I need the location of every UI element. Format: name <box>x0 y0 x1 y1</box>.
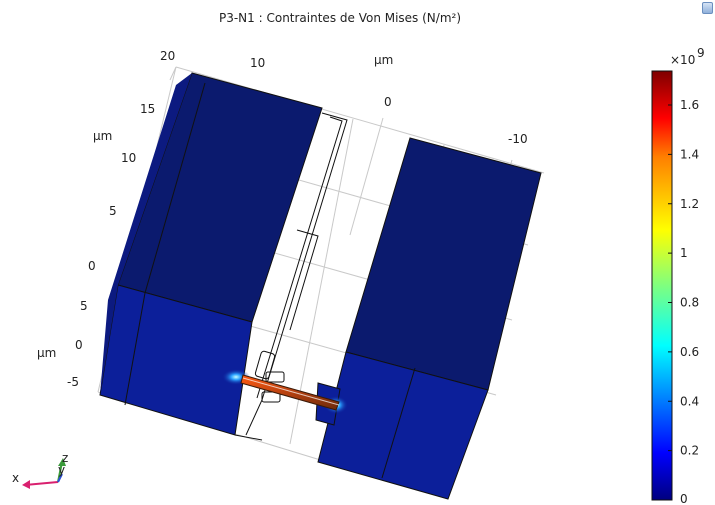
left-lower-tick-label: -5 <box>67 375 79 389</box>
left-tick-label: 5 <box>109 204 117 218</box>
colorbar-gradient <box>651 70 673 501</box>
colorbar-tick-label: 1.2 <box>680 197 699 211</box>
axis-tick-labels: 20 10 µm 0 -10 15 µm 10 5 0 5 µm 0 -5 <box>37 49 528 389</box>
triad-y-label: y <box>58 463 65 477</box>
top-tick-label: 20 <box>160 49 175 63</box>
right-block-front <box>317 351 489 500</box>
colorbar-tick-label: 0.8 <box>680 296 699 310</box>
left-unit-label: µm <box>93 129 112 143</box>
left-tick-label: 10 <box>121 151 136 165</box>
colorbar: ×10 9 1.6 1.4 1.2 1 0.8 0.6 0.4 0.2 0 <box>651 46 705 505</box>
stress-beam <box>222 369 348 414</box>
left-lower-unit-label: µm <box>37 346 56 360</box>
triad-x-label: x <box>12 471 19 485</box>
left-tick-label: 0 <box>88 259 96 273</box>
top-tick-label: 10 <box>250 56 265 70</box>
colorbar-tick-label: 1 <box>680 246 688 260</box>
colorbar-tick-label: 0.4 <box>680 394 699 408</box>
colorbar-exponent-base: ×10 <box>670 53 695 67</box>
colorbar-ticks: 1.6 1.4 1.2 1 0.8 0.6 0.4 0.2 0 <box>668 98 699 505</box>
colorbar-tick-label: 0.6 <box>680 345 699 359</box>
right-block <box>315 137 542 500</box>
top-tick-label: -10 <box>508 132 528 146</box>
triad-z-label: z <box>62 451 68 465</box>
top-unit-label: µm <box>374 53 393 67</box>
left-block <box>99 72 323 436</box>
left-tick-label: 15 <box>140 102 155 116</box>
axis-triad: x z y <box>12 451 68 489</box>
colorbar-tick-label: 1.4 <box>680 147 699 161</box>
colorbar-tick-label: 0 <box>680 492 688 505</box>
left-lower-tick-label: 5 <box>80 299 88 313</box>
app-window-icon[interactable] <box>702 2 713 14</box>
right-block-top <box>345 137 542 391</box>
colorbar-tick-label: 0.2 <box>680 444 699 458</box>
colorbar-tick-label: 1.6 <box>680 98 699 112</box>
colorbar-exponent: 9 <box>697 46 705 60</box>
left-lower-tick-label: 0 <box>75 338 83 352</box>
top-tick-label: 0 <box>384 95 392 109</box>
plot-title: P3-N1 : Contraintes de Von Mises (N/m²) <box>218 11 462 25</box>
